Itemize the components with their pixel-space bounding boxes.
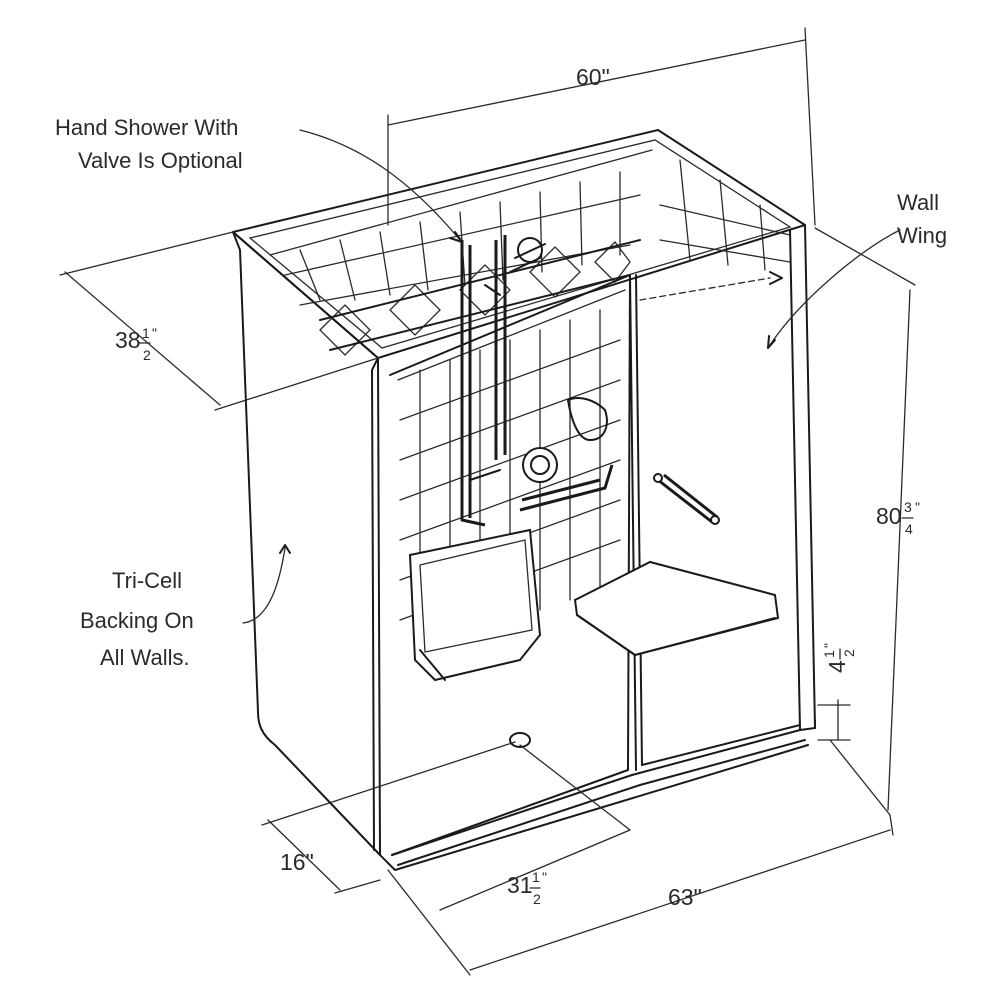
left-wall-panel (232, 231, 381, 856)
back-wall-tiles (269, 149, 791, 356)
tricell-label-line1: Tri-Cell (112, 568, 182, 593)
threshold-label: 4 1 2 " (821, 643, 857, 673)
drain-center-numerator: 1 (532, 869, 540, 885)
threshold-numerator: 1 (821, 650, 837, 658)
wall-wing-label-line2: Wing (897, 223, 947, 248)
wall-wing-projection (639, 271, 783, 301)
wall-wing-label-line1: Wall (897, 190, 939, 215)
hand-shower-hook (567, 397, 608, 441)
depth-label: 38 1 2 " (115, 325, 157, 363)
depth-numerator: 1 (142, 325, 150, 341)
height-unit: " (915, 499, 920, 515)
threshold-whole: 4 (824, 660, 850, 673)
drain-center-denominator: 2 (533, 891, 541, 907)
drain-center-label: 31 1 2 " (507, 869, 547, 907)
hand-shower-label-line1: Hand Shower With (55, 115, 238, 140)
right-grab-bar (653, 473, 720, 525)
depth-whole: 38 (115, 327, 141, 353)
depth-denominator: 2 (143, 347, 151, 363)
folding-seat (408, 528, 542, 682)
hand-shower-label-line2: Valve Is Optional (78, 148, 243, 173)
drain-offset-label: 16" (280, 849, 314, 875)
height-numerator: 3 (904, 499, 912, 515)
left-interior-wall (389, 274, 631, 856)
height-label: 80 3 4 " (876, 499, 920, 537)
drain (509, 732, 531, 748)
height-denominator: 4 (905, 521, 913, 537)
shower-head (484, 237, 546, 296)
grab-bar-assembly (460, 235, 614, 527)
bench-seat (573, 560, 780, 657)
drain-center-unit: " (542, 869, 547, 885)
shower-floor (379, 719, 816, 871)
dimension-lines (59, 27, 916, 976)
callout-leaders (242, 129, 901, 624)
depth-unit: " (152, 325, 157, 341)
threshold-unit: " (821, 643, 837, 648)
right-wall-panel (641, 224, 816, 766)
width-top-label: 60" (576, 64, 610, 90)
threshold-denominator: 2 (841, 649, 857, 657)
center-divider-wall (629, 274, 643, 771)
tricell-label-line3: All Walls. (100, 645, 190, 670)
shower-valve (522, 447, 558, 483)
dimension-text: 60" 38 1 2 " 80 3 4 " 4 1 2 " 16" 31 1 2 (115, 64, 920, 910)
width-bottom-label: 63" (668, 884, 702, 910)
callout-text: Hand Shower With Valve Is Optional Wall … (55, 115, 947, 670)
tricell-label-line2: Backing On (80, 608, 194, 633)
height-whole: 80 (876, 503, 902, 529)
drain-center-whole: 31 (507, 872, 533, 898)
